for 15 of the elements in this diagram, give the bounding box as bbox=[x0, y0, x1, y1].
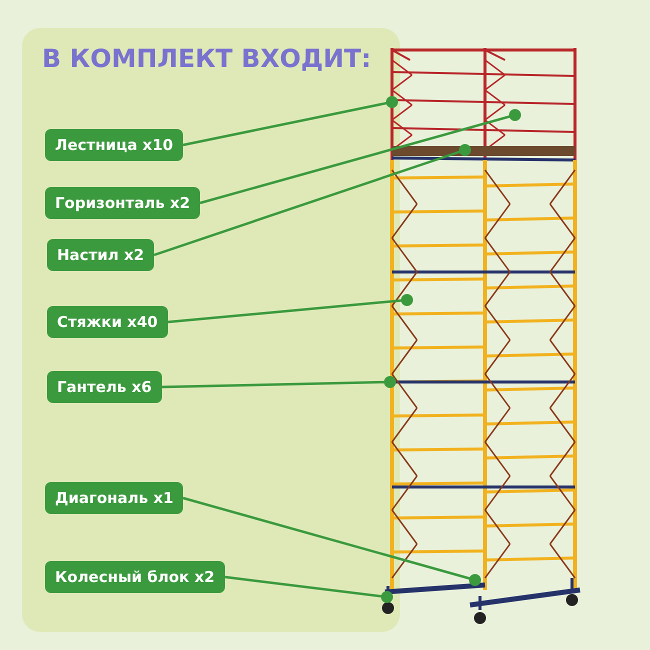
leader-line bbox=[182, 96, 398, 146]
leader-line bbox=[224, 576, 393, 603]
part-label: Диагональ x1 bbox=[45, 482, 184, 514]
heading: В КОМПЛЕКТ ВХОДИТ: bbox=[42, 44, 372, 73]
leader-line bbox=[154, 144, 471, 256]
part-label: Гантель x6 bbox=[47, 371, 162, 403]
part-label: Колесный блок x2 bbox=[45, 561, 225, 593]
leader-line bbox=[200, 109, 521, 204]
part-label: Настил x2 bbox=[47, 239, 154, 271]
part-label: Лестница x10 bbox=[45, 129, 184, 161]
leader-line bbox=[182, 496, 481, 586]
leader-line bbox=[162, 376, 396, 388]
part-label: Горизонталь x2 bbox=[45, 187, 200, 219]
leader-line bbox=[168, 294, 413, 324]
part-label: Стяжки x40 bbox=[47, 306, 168, 338]
